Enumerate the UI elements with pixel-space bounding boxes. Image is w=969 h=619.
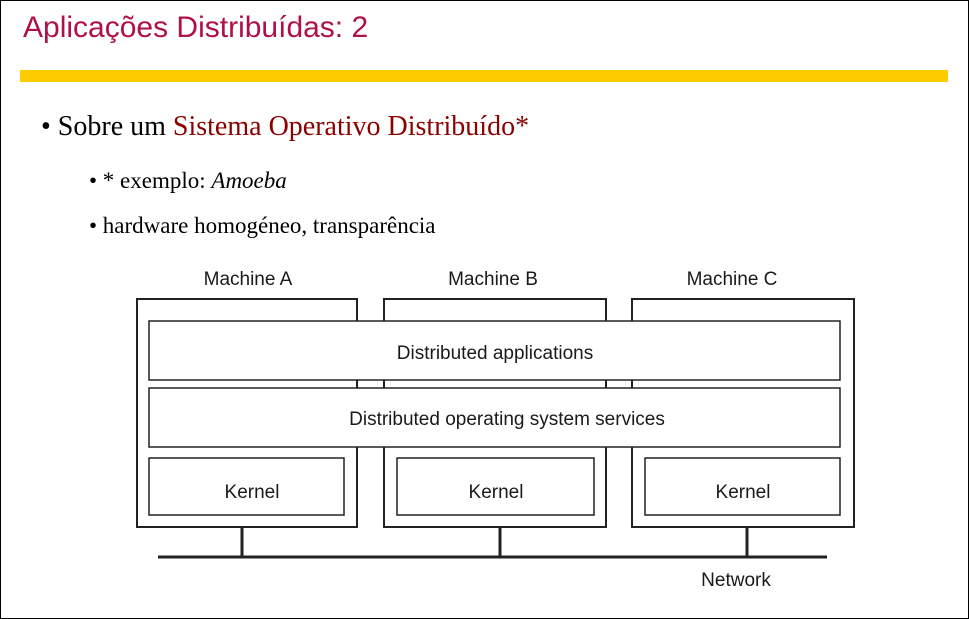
machine-c-label: Machine C xyxy=(687,269,778,290)
distributed-applications-layer xyxy=(148,320,841,381)
bullet-main: • Sobre um Sistema Operativo Distribuído… xyxy=(41,111,529,143)
bullet-main-prefix: • Sobre um xyxy=(41,111,173,142)
machine-a-label: Machine A xyxy=(204,269,293,290)
bullet-example-name: Amoeba xyxy=(211,168,287,193)
bullet-main-highlight: Sistema Operativo Distribuído* xyxy=(172,111,530,142)
slide-title: Aplicações Distribuídas: 2 xyxy=(23,11,369,44)
distributed-services-layer xyxy=(148,387,841,448)
distributed-services-label: Distributed operating system services xyxy=(349,409,665,430)
bullet-hardware: • hardware homogéneo, transparência xyxy=(89,213,436,238)
network-label: Network xyxy=(701,570,771,591)
kernel-c-box xyxy=(644,457,841,516)
kernel-a-box xyxy=(148,457,345,516)
title-divider xyxy=(20,70,948,82)
kernel-b-box xyxy=(396,457,595,516)
distributed-applications-label: Distributed applications xyxy=(397,343,593,364)
bullet-example-prefix: • * exemplo: xyxy=(89,168,212,193)
kernel-a-label: Kernel xyxy=(225,482,280,503)
kernel-b-label: Kernel xyxy=(469,482,524,503)
bullet-example: • * exemplo: Amoeba xyxy=(89,168,287,194)
kernel-c-label: Kernel xyxy=(716,482,771,503)
machine-b-label: Machine B xyxy=(448,269,538,290)
